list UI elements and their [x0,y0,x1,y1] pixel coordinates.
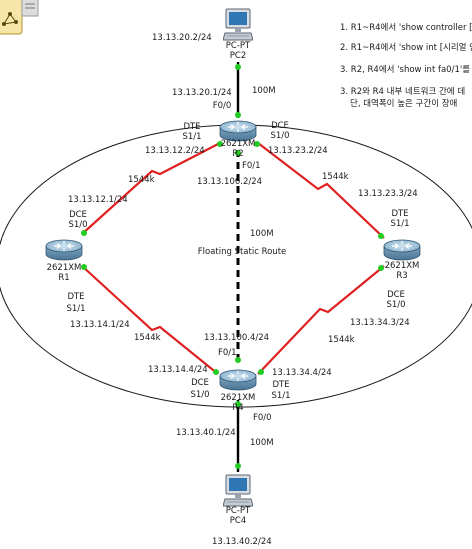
r3-s11-role-label: DTE [391,209,408,219]
r4-s10-ip-label: 13.13.14.4/24 [148,365,208,375]
r2-f00-ip-label: 13.13.20.1/24 [172,88,232,98]
router-r4[interactable]: 2621XM R4 [219,369,257,413]
note-1: 1. R1~R4에서 'show controller [시 [340,23,472,33]
r4-f01-iface-label: F0/1 [218,348,237,358]
r2-s11-role-label: DTE [183,122,200,132]
pc2-r2-speed-label: 100M [252,86,276,96]
pc4[interactable]: PC-PT PC4 [223,474,253,526]
pc-icon [223,474,253,507]
toolbar-fragment [0,0,39,35]
r2-name-label: R2 [232,149,243,159]
router-icon [219,120,257,142]
r4-s11-iface-label: S1/1 [271,391,290,401]
r2-s10-ip-label: 13.13.23.2/24 [268,146,328,156]
r3-s11-iface-label: S1/1 [390,219,409,229]
r4-s11-ip-label: 13.13.34.4/24 [272,368,332,378]
router-icon [219,369,257,391]
r1-s11-ip-label: 13.13.14.1/24 [70,320,130,330]
pc2-ip-label: 13.13.20.2/24 [152,33,212,43]
r4-model-label: 2621XM [221,393,256,403]
note-4-line-2: 단, 대역폭이 높은 구간이 장애 [350,98,457,109]
pc4-type-label: PC-PT [226,506,251,516]
r4-s11-role-label: DTE [272,380,289,390]
r1-r4-speed-label: 1544k [134,333,161,343]
r2-f00-iface-label: F0/0 [213,101,232,111]
r1-s11-iface-label: S1/1 [66,304,85,314]
r2-model-label: 2621XM [221,139,256,149]
r4-f00-ip-label: 13.13.40.1/24 [176,428,236,438]
r3-r4-speed-label: 1544k [328,335,355,345]
r2-f01-ip-label: 13.13.100.2/24 [197,177,262,187]
r1-s11-role-label: DTE [67,292,84,302]
note-3: 3. R2, R4에서 'show int fa0/1'를 : [340,65,472,75]
r4-f01-ip-label: 13.13.100.4/24 [204,333,269,343]
r2-s11-ip-label: 13.13.12.2/24 [145,146,205,156]
note-4-line-1: 3. R2와 R4 내부 네트워크 간에 데 [340,86,465,97]
task-notes: 1. R1~R4에서 'show controller [시 2. R1~R4에… [340,23,472,109]
r2-r4-speed-label: 100M [250,229,274,239]
r3-s10-iface-label: S1/0 [386,300,405,310]
r2-s10-iface-label: S1/0 [270,131,289,141]
r3-model-label: 2621XM [385,261,420,271]
note-2: 2. R1~R4에서 'show int [시리얼 인 [340,42,472,53]
router-icon [45,239,83,261]
link-status-dots [81,64,384,469]
r4-pc4-speed-label: 100M [250,438,274,448]
topology-icon[interactable] [0,0,23,35]
r4-s10-role-label: DCE [191,378,209,388]
router-r2[interactable]: 2621XM R2 [219,120,257,159]
r2-r1-speed-label: 1544k [128,175,155,185]
pc4-name-label: PC4 [230,516,246,526]
r3-name-label: R3 [396,271,407,281]
r2-s10-role-label: DCE [271,121,289,131]
floating-static-route-label: Floating Static Route [198,247,287,257]
pc2-type-label: PC-PT [226,41,251,51]
router-r3[interactable]: 2621XM R3 [383,239,421,281]
r1-s10-ip-label: 13.13.12.1/24 [68,195,128,205]
r4-f00-iface-label: F0/0 [253,413,272,423]
pc4-ip-label: 13.13.40.2/24 [212,537,272,547]
r3-s11-ip-label: 13.13.23.3/24 [358,189,418,199]
links [81,62,385,472]
r2-s11-iface-label: S1/1 [182,132,201,142]
link-r2-r1 [81,142,221,235]
r1-name-label: R1 [58,273,69,283]
r1-s10-role-label: DCE [69,210,87,220]
link-r3-r4 [257,265,385,375]
router-r1[interactable]: 2621XM R1 [45,239,83,283]
link-r1-r4 [81,265,219,375]
link-labels: 13.13.20.2/24 13.13.20.1/24 100M F0/0 DT… [66,33,417,547]
r3-s10-role-label: DCE [387,290,405,300]
pc-icon [223,8,253,41]
pc2[interactable]: PC-PT PC2 [223,8,253,61]
r3-s10-ip-label: 13.13.34.3/24 [350,318,410,328]
r1-model-label: 2621XM [47,263,82,273]
r2-f01-iface-label: F0/1 [242,161,261,171]
r1-s10-iface-label: S1/0 [68,220,87,230]
link-r2-r3 [257,142,385,239]
r4-s10-iface-label: S1/0 [190,390,209,400]
r4-name-label: R4 [232,403,243,413]
pc2-name-label: PC2 [230,51,246,61]
r2-r3-speed-label: 1544k [322,172,349,182]
router-icon [383,239,421,261]
